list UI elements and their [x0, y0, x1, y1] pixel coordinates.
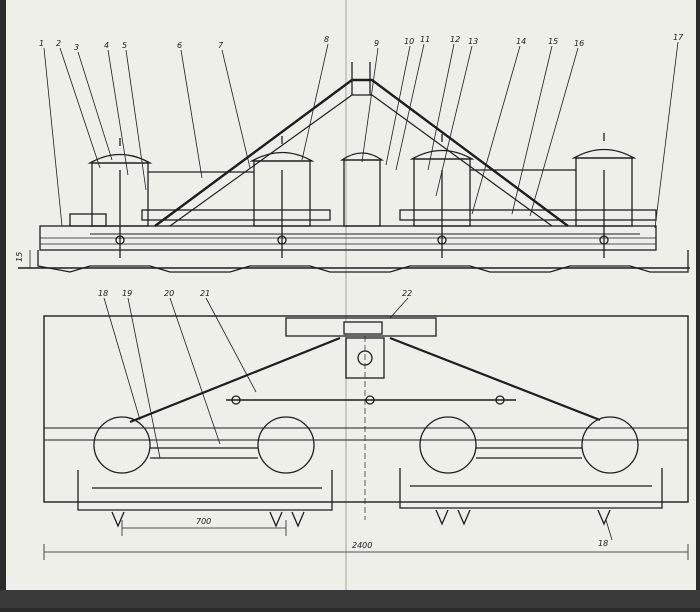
a-frame-boom [154, 78, 569, 227]
callout-22: 22 [402, 289, 412, 298]
lower-bracket-left [77, 470, 333, 511]
callout-1: 1 [39, 39, 44, 48]
plan-tank-3 [419, 416, 477, 474]
side-elevation [18, 41, 690, 273]
callout-18: 18 [98, 289, 108, 298]
callout-2: 2 [56, 39, 61, 48]
callout-8: 8 [324, 35, 329, 44]
dimension-15-label: 15 [15, 252, 24, 262]
callout-7: 7 [218, 41, 224, 50]
callout-15: 15 [548, 37, 558, 46]
dimension-labels: 15 700 2400 [15, 252, 372, 550]
lower-bracket-right [399, 468, 663, 509]
paper [6, 0, 696, 590]
strut-left [129, 336, 341, 424]
callout-3: 3 [74, 43, 79, 52]
callout-17: 17 [673, 33, 684, 42]
callout-6: 6 [177, 41, 182, 50]
upper-rail-left [141, 209, 331, 221]
callout-21: 21 [200, 289, 210, 298]
callout-numbers-top: 1 2 3 4 5 6 7 8 9 10 11 12 13 14 15 16 1… [39, 33, 684, 52]
nozzles [111, 509, 611, 528]
plan-tank-4 [581, 416, 639, 474]
callout-4: 4 [104, 41, 109, 50]
scanner-edge [0, 590, 700, 608]
callout-14: 14 [516, 37, 526, 46]
hitch-bar [285, 317, 437, 337]
callout-numbers-bottom: 18 19 20 21 22 18 [98, 289, 608, 548]
callout-13: 13 [468, 37, 478, 46]
dimension-2400-label: 2400 [352, 541, 372, 550]
leader-lines-bottom [103, 297, 613, 541]
support-posts [115, 170, 609, 258]
leader-lines-top [43, 41, 679, 229]
callout-20: 20 [164, 289, 174, 298]
callout-11: 11 [420, 35, 430, 44]
callout-18-right: 18 [598, 539, 608, 548]
runners [37, 250, 689, 273]
plan-view [43, 297, 689, 560]
callout-16: 16 [574, 39, 584, 48]
upper-rail-right [399, 209, 657, 221]
plan-tank-1 [93, 416, 151, 474]
callout-9: 9 [374, 39, 379, 48]
callout-5: 5 [122, 41, 127, 50]
callout-19: 19 [122, 289, 132, 298]
callout-12: 12 [450, 35, 460, 44]
dimension-700-label: 700 [196, 517, 211, 526]
callout-10: 10 [404, 37, 414, 46]
plan-frame [43, 315, 689, 503]
strut-right [389, 336, 601, 422]
plan-tank-2 [257, 416, 315, 474]
